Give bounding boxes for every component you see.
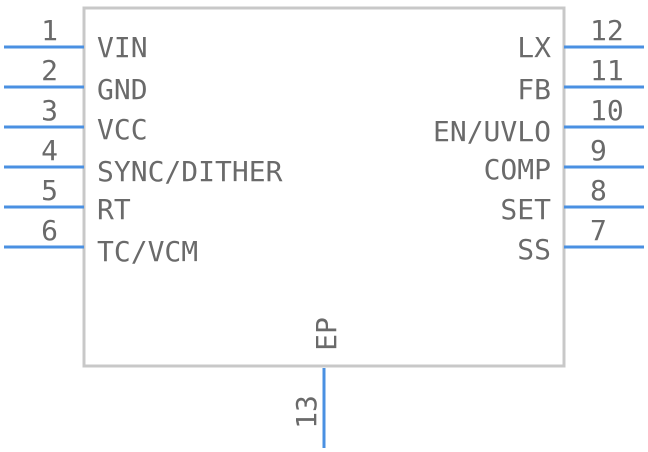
pin-6-label: TC/VCM [97,235,198,268]
pin-11-number: 11 [590,54,624,87]
pin-7: 7 SS [517,214,644,266]
pin-12: 12 LX [517,14,644,64]
pin-3-number: 3 [41,94,58,127]
pin-7-number: 7 [590,214,607,247]
pin-4: 4 SYNC/DITHER [4,134,283,188]
pin-9-number: 9 [590,134,607,167]
pin-6-number: 6 [41,214,58,247]
pin-2-number: 2 [41,54,58,87]
pin-5-number: 5 [41,174,58,207]
pin-5-label: RT [97,193,131,226]
pin-8-label: SET [500,193,551,226]
pin-9-label: COMP [484,153,551,186]
pin-10-number: 10 [590,94,624,127]
pin-10: 10 EN/UVLO [433,94,644,148]
pin-8-number: 8 [590,174,607,207]
pin-13-label: EP [310,317,343,351]
pin-1: 1 VIN [4,14,148,64]
pin-8: 8 SET [500,174,644,226]
pin-3-label: VCC [97,113,148,146]
pin-11: 11 FB [517,54,644,106]
pin-6: 6 TC/VCM [4,214,198,268]
pin-1-label: VIN [97,31,148,64]
pin-1-number: 1 [41,14,58,47]
right-pins: 12 LX 11 FB 10 EN/UVLO 9 COMP 8 SET 7 SS [433,14,644,266]
pin-7-label: SS [517,233,551,266]
ic-body [82,6,566,368]
pin-13-number: 13 [290,395,323,429]
pin-4-label: SYNC/DITHER [97,155,283,188]
pin-4-number: 4 [41,134,58,167]
pin-2: 2 GND [4,54,148,106]
pin-3: 3 VCC [4,94,148,146]
pin-9: 9 COMP [484,134,644,186]
pin-2-label: GND [97,73,148,106]
pin-12-number: 12 [590,14,624,47]
pin-10-label: EN/UVLO [433,115,551,148]
pin-12-label: LX [517,31,551,64]
pin-13: 13 EP [290,317,343,448]
left-pins: 1 VIN 2 GND 3 VCC 4 SYNC/DITHER 5 RT 6 T… [4,14,283,268]
pin-5: 5 RT [4,174,131,226]
pin-11-label: FB [517,73,551,106]
